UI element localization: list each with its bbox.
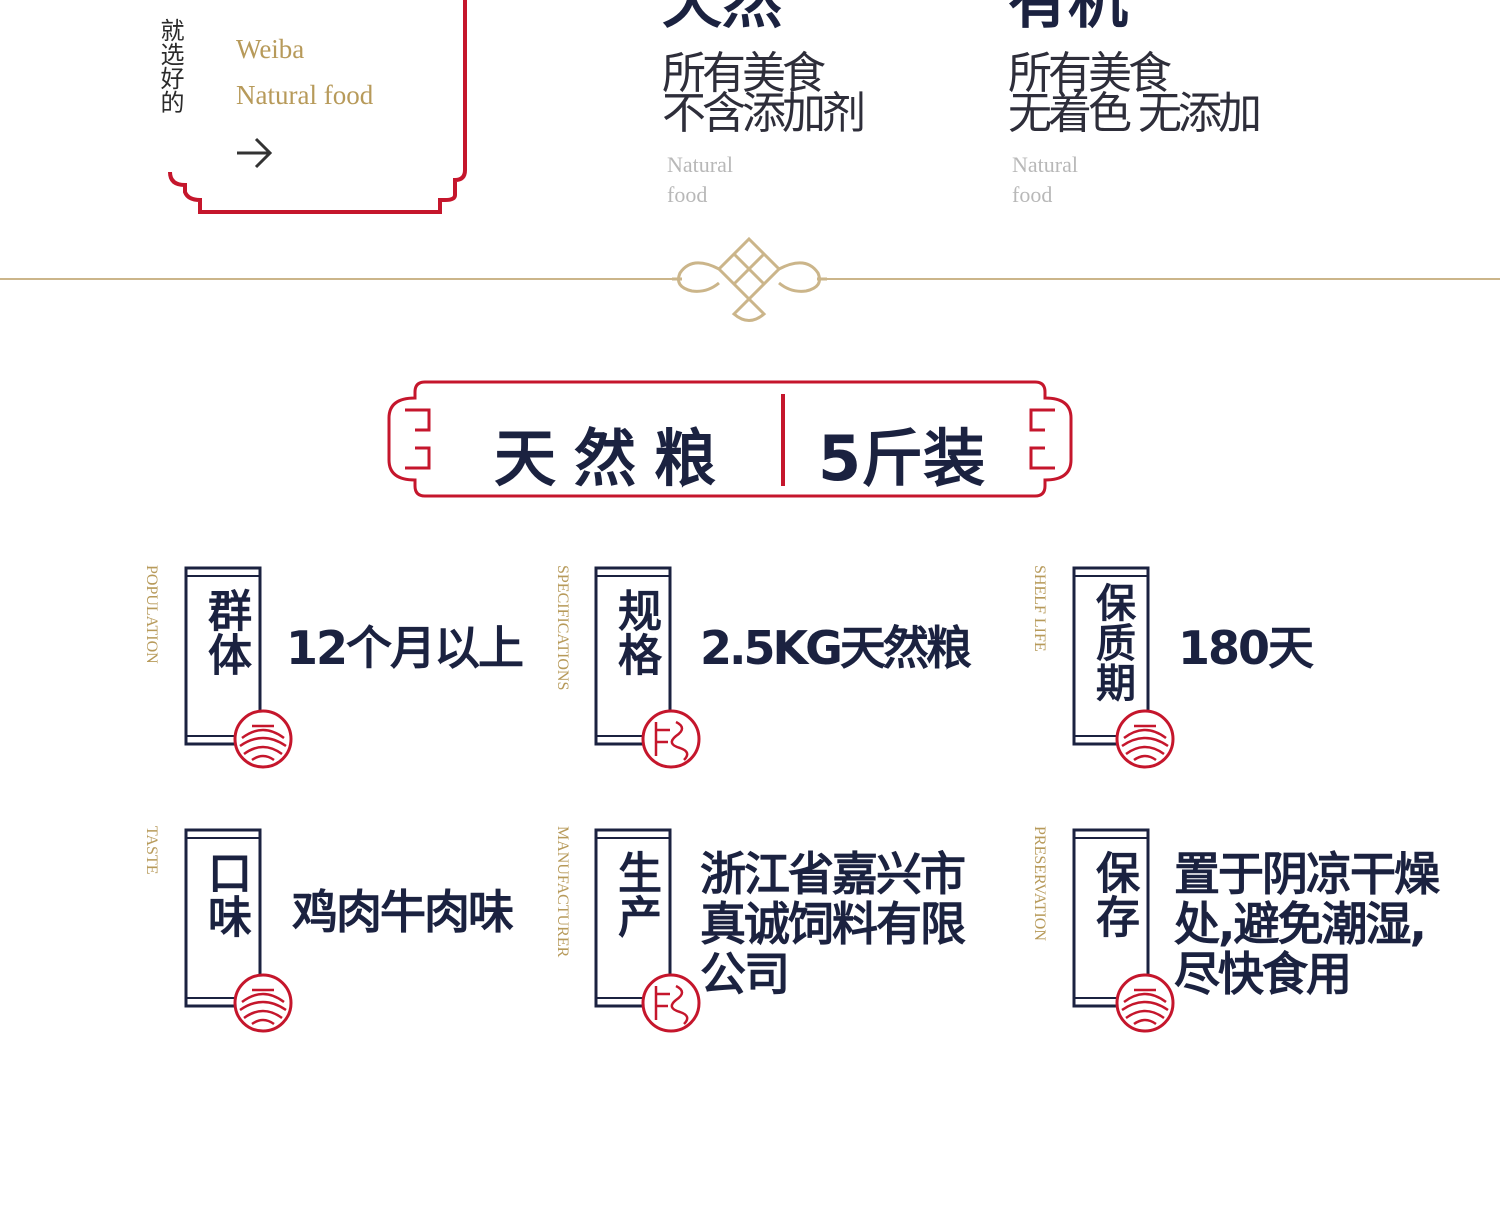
spec-label: 保存 (1088, 850, 1139, 938)
spec-en-label: TASTE (143, 826, 160, 875)
spec-value: 180天 (1178, 621, 1314, 675)
spec-en-label: POPULATION (143, 565, 160, 664)
spec-label: 保质期 (1089, 582, 1135, 702)
tagline-vertical: 就选好的 (156, 18, 184, 114)
spec-value: 鸡肉牛肉味 (292, 885, 514, 939)
seal-swirl-icon (641, 709, 701, 769)
brand-frame (140, 0, 480, 225)
arrow-right-icon[interactable] (234, 134, 276, 172)
feature-en-1: Natural (1012, 152, 1078, 177)
feature-line-1: 所有美食 (1008, 48, 1172, 99)
feature-line-2: 无着色 无添加 (1008, 88, 1262, 139)
feature-en-1: Natural (667, 152, 733, 177)
spec-scroll: 保质期 (1072, 566, 1150, 746)
scroll-frame (184, 828, 262, 1008)
feature-line-2: 不含添加剂 (662, 88, 866, 139)
seal-wave-icon (1115, 973, 1175, 1033)
spec-value-line: 真诚饲料有限 (700, 897, 966, 951)
brand-name: Weiba (236, 34, 305, 64)
spec-value-line: 处,避免潮湿, (1174, 897, 1427, 951)
feature-en-2: food (667, 182, 708, 207)
title-plaque (387, 380, 1073, 498)
spec-label: 生产 (610, 850, 661, 938)
spec-value-line: 置于阴凉干燥 (1174, 847, 1440, 901)
brand-frame-border (168, 0, 467, 214)
spec-value-line: 浙江省嘉兴市 (700, 847, 966, 901)
seal-wave-icon (1115, 709, 1175, 769)
spec-value: 2.5KG天然粮 (700, 621, 972, 675)
seal-wave-icon (233, 709, 293, 769)
feature-title-organic: 有机 (1008, 0, 1128, 37)
seal-wave-icon (233, 973, 293, 1033)
spec-value-line: 公司 (700, 947, 790, 1001)
spec-value: 12个月以上 (286, 621, 524, 675)
spec-scroll: 生产 (594, 828, 672, 1008)
spec-en-label: SHELF LIFE (1031, 565, 1048, 652)
brand-subtitle: Natural food (236, 80, 374, 110)
spec-label: 口味 (200, 850, 251, 938)
spec-scroll: 口味 (184, 828, 262, 1008)
chinese-knot-icon (672, 235, 827, 327)
spec-value-line: 尽快食用 (1174, 947, 1352, 1001)
spec-label: 群体 (200, 588, 251, 676)
feature-line-1: 所有美食 (662, 48, 826, 99)
scroll-frame (594, 828, 672, 1008)
spec-en-label: SPECIFICATIONS (554, 565, 571, 691)
feature-title-natural: 天然 (662, 0, 782, 37)
spec-label: 规格 (610, 588, 661, 676)
plaque-title: 天然粮 (494, 422, 735, 495)
spec-en-label: PRESERVATION (1031, 826, 1048, 941)
feature-en-2: food (1012, 182, 1053, 207)
seal-swirl-icon (641, 973, 701, 1033)
plaque-weight: 5斤装 (818, 422, 986, 495)
spec-en-label: MANUFACTURER (554, 826, 571, 958)
